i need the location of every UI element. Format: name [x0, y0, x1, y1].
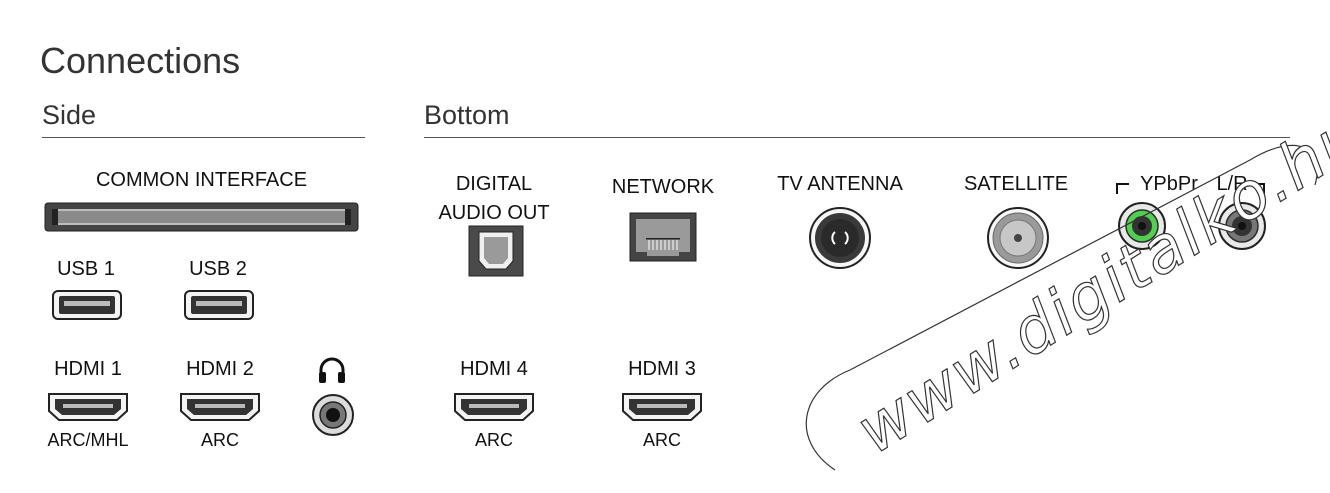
hdmi3-port-icon	[620, 391, 704, 428]
headphone-jack-icon	[307, 392, 359, 443]
lr-bracket	[1250, 172, 1270, 201]
hdmi2-sub-label: ARC	[200, 430, 239, 450]
network-port-icon	[629, 212, 697, 267]
watermark-text: www.digitalko.hu	[844, 97, 1330, 468]
lr-label: L/R	[1216, 173, 1248, 195]
tv-antenna-label: TV ANTENNA	[777, 173, 903, 195]
hdmi4-label: HDMI 4	[460, 358, 528, 380]
page-title: Connections	[40, 40, 241, 81]
satellite-label: SATELLITE	[963, 173, 1069, 195]
ypbpr-port-icon	[1116, 200, 1168, 257]
satellite-port-icon	[986, 206, 1050, 275]
bottom-divider	[424, 137, 1290, 138]
hdmi4-sub-label: ARC	[474, 430, 513, 450]
usb1-label: USB 1	[57, 258, 115, 280]
common-interface-slot	[44, 202, 359, 237]
headphones-icon	[317, 356, 347, 389]
lr-audio-port-icon	[1216, 200, 1268, 257]
hdmi3-label: HDMI 3	[628, 358, 696, 380]
ypbpr-label: YPbPr	[1140, 173, 1198, 195]
hdmi2-port-icon	[178, 391, 262, 428]
tv-antenna-port-icon	[808, 206, 872, 275]
hdmi1-port-icon	[46, 391, 130, 428]
section-side-heading: Side	[42, 100, 97, 130]
usb2-label: USB 2	[189, 258, 247, 280]
hdmi1-label: HDMI 1	[54, 358, 122, 380]
digital-audio-label-line1: DIGITAL	[455, 173, 533, 195]
digital-audio-label-line2: AUDIO OUT	[438, 202, 550, 224]
network-label: NETWORK	[611, 176, 715, 198]
common-interface-label: COMMON INTERFACE	[95, 169, 308, 191]
hdmi2-label: HDMI 2	[186, 358, 254, 380]
hdmi1-sub-label: ARC/MHL	[47, 430, 129, 450]
hdmi4-port-icon	[452, 391, 536, 428]
section-bottom-heading: Bottom	[424, 100, 510, 130]
usb2-port-icon	[184, 290, 254, 325]
side-divider	[42, 137, 365, 138]
optical-port-icon	[468, 225, 524, 282]
usb1-port-icon	[52, 290, 122, 325]
hdmi3-sub-label: ARC	[642, 430, 681, 450]
